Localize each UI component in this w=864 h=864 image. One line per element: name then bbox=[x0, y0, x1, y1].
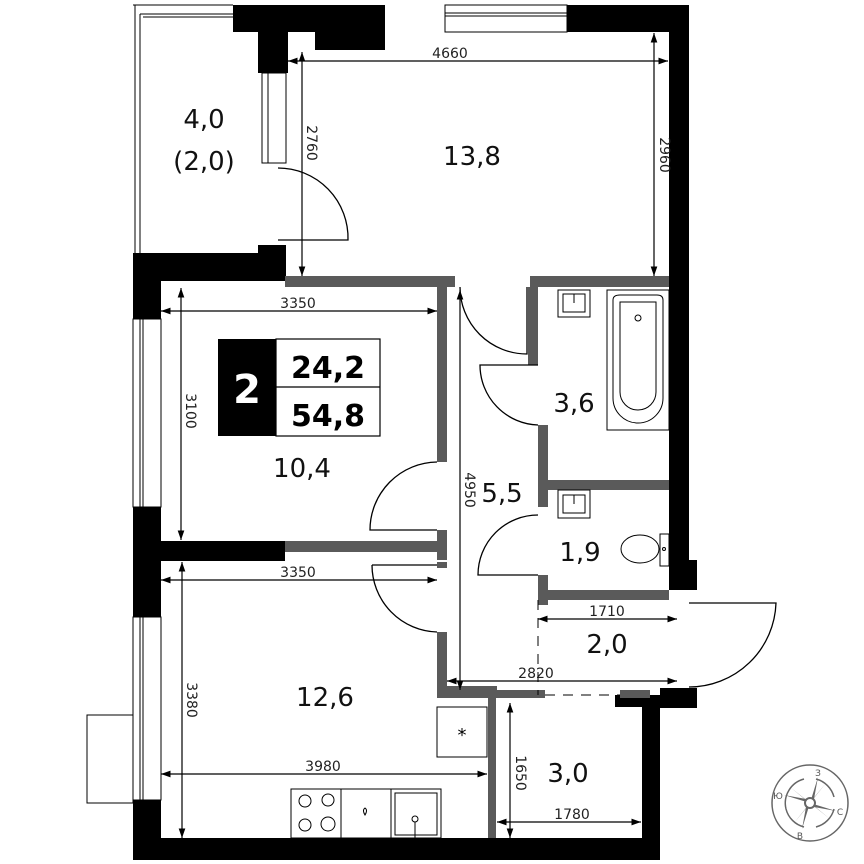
total-area: 54,8 bbox=[291, 399, 365, 434]
dim-lower-room-bottom-width: 3980 bbox=[305, 759, 341, 775]
room-area-bathroom: 3,6 bbox=[553, 389, 594, 419]
room-area-wc: 1,9 bbox=[559, 538, 600, 568]
snowflake-icon: * bbox=[458, 725, 467, 746]
bathtub bbox=[606, 289, 670, 431]
dimension-labels: 4660 2760 2960 3350 3100 4950 3350 3380 … bbox=[182, 46, 672, 823]
compass-south-label: Ю bbox=[773, 792, 783, 802]
exterior-walls bbox=[133, 5, 697, 860]
kitchen-sink bbox=[390, 788, 442, 839]
room-area-hall: 5,5 bbox=[481, 479, 522, 509]
interior-walls bbox=[285, 276, 669, 838]
dim-lower-room-width: 3350 bbox=[280, 565, 316, 581]
dim-bedroom-width: 3350 bbox=[280, 296, 316, 312]
dim-top-right-height: 2960 bbox=[656, 137, 672, 173]
area-summary-badge: 2 24,2 54,8 bbox=[218, 338, 381, 437]
compass-west-label: З bbox=[815, 769, 821, 779]
room-area-lower-room: 12,6 bbox=[296, 683, 354, 713]
room-area-loggia: 4,0 bbox=[183, 105, 224, 135]
dim-hall-length: 4950 bbox=[461, 472, 477, 508]
room-area-bedroom: 10,4 bbox=[273, 454, 331, 484]
drop-icon bbox=[363, 807, 367, 816]
bathroom-sink bbox=[557, 289, 591, 318]
compass-north-label: С bbox=[837, 808, 843, 818]
dim-hall-bottom-width: 2820 bbox=[518, 666, 554, 682]
room-area-entrance: 2,0 bbox=[586, 630, 627, 660]
dim-top-width: 4660 bbox=[432, 46, 468, 62]
refrigerator: * bbox=[436, 706, 488, 758]
living-area: 24,2 bbox=[291, 351, 365, 386]
dim-entrance-width: 1710 bbox=[589, 604, 625, 620]
windows bbox=[86, 4, 568, 804]
compass-east-label: В bbox=[797, 832, 803, 842]
room-areas: 4,0 (2,0) 13,8 10,4 12,6 5,5 3,6 1,9 2,0… bbox=[173, 105, 628, 789]
rooms-count: 2 bbox=[233, 367, 261, 413]
room-area-loggia-reduced: (2,0) bbox=[173, 147, 235, 177]
doors bbox=[277, 167, 777, 696]
room-area-kitchen-living: 13,8 bbox=[443, 142, 501, 172]
fixtures: * bbox=[290, 289, 670, 839]
dim-bedroom-height: 3100 bbox=[182, 393, 198, 429]
wc-sink bbox=[557, 489, 591, 519]
compass-icon: З С В Ю bbox=[771, 764, 849, 842]
dimension-lines bbox=[161, 33, 677, 838]
stove bbox=[290, 788, 342, 839]
dim-lower-room-height: 3380 bbox=[183, 682, 199, 718]
dim-storage-width: 1780 bbox=[554, 807, 590, 823]
room-area-storage: 3,0 bbox=[547, 759, 588, 789]
dim-top-left-height: 2760 bbox=[303, 125, 319, 161]
dim-storage-height: 1650 bbox=[512, 755, 528, 791]
toilet bbox=[620, 533, 670, 567]
